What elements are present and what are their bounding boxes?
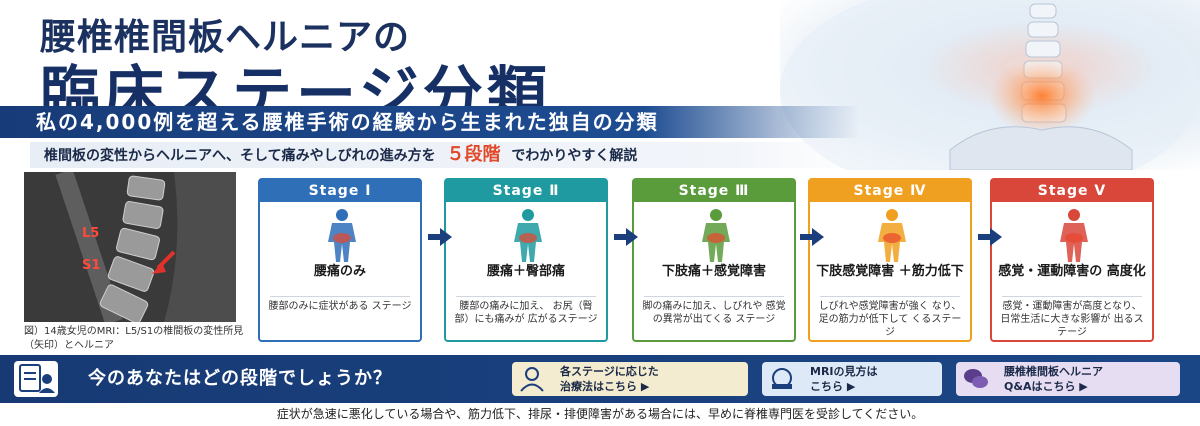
stage-divider <box>644 296 784 297</box>
stage-divider <box>270 296 410 297</box>
arrow-right-icon <box>428 228 452 246</box>
stage-card: Stage Ⅱ 腰痛＋臀部痛腰部の痛みに加え、 お尻（臀部）にも痛みが 広がるステ… <box>444 178 608 342</box>
body-figure-icon <box>498 208 558 268</box>
body-figure-icon <box>1044 208 1104 268</box>
stage-head: Stage Ⅰ <box>260 180 420 202</box>
title-line1: 腰椎椎間板ヘルニアの <box>40 17 411 58</box>
arrow-right-icon <box>800 228 824 246</box>
mri-guide-link-button[interactable]: MRIの見方は こちら ▶ <box>762 362 942 396</box>
stage-name: 腰痛のみ <box>313 264 366 279</box>
stage-name: 下肢痛＋感覚障害 <box>661 264 766 279</box>
qa-link-button[interactable]: 腰椎椎間板ヘルニア Q&Aはこちら ▶ <box>956 362 1180 396</box>
treatment-link-button[interactable]: 各ステージに応じた 治療法はこちら ▶ <box>512 362 748 396</box>
bottom-band: 今のあなたはどの段階でしょうか？ 各ステージに応じた 治療法はこちら ▶ MRI… <box>0 355 1200 403</box>
stage-divider <box>1002 296 1142 297</box>
chat-bubbles-icon <box>962 366 990 392</box>
stage-name: 感覚・運動障害の 高度化 <box>998 264 1146 279</box>
stage-head: Stage Ⅴ <box>992 180 1152 202</box>
subtitle-text: 私の4,000例を超える腰椎手術の経験から生まれた独自の分類 <box>36 110 659 134</box>
cta-line2: こちら ▶ <box>810 380 856 393</box>
lead-band: 椎間板の変性からヘルニアへ、そして痛みやしびれの進み方を ５段階 でわかりやすく… <box>30 142 860 168</box>
stage-head: Stage Ⅲ <box>634 180 794 202</box>
stage-divider <box>820 296 960 297</box>
mri-scanner-icon <box>768 366 796 392</box>
lead-highlight: ５段階 <box>446 144 501 165</box>
mri-label-l5: L5 <box>82 226 100 241</box>
arrow-right-icon <box>614 228 638 246</box>
mri-label-s1: S1 <box>82 258 101 273</box>
body-figure-icon <box>312 208 372 268</box>
cta-line1: 腰椎椎間板ヘルニア <box>1004 365 1103 378</box>
subtitle-band: 私の4,000例を超える腰椎手術の経験から生まれた独自の分類 <box>0 106 860 138</box>
stage-description: 腰部のみに症状がある ステージ <box>268 301 412 312</box>
cta-line2: Q&Aはこちら ▶ <box>1004 380 1088 393</box>
stage-card: Stage Ⅳ 下肢感覚障害 ＋筋力低下しびれや感覚障害が強く なり、足の筋力が低… <box>808 178 972 342</box>
cta-line1: MRIの見方は <box>810 365 878 378</box>
stage-description: 脚の痛みに加え、しびれや 感覚の異常が出てくる ステージ <box>642 301 786 325</box>
arrow-right-icon <box>978 228 1002 246</box>
cta-line1: 各ステージに応じた <box>560 365 659 378</box>
body-figure-icon <box>686 208 746 268</box>
mri-caption: 図）14歳女児のMRI：L5/S1の椎間板の変性所見（矢印）とヘルニア <box>24 326 244 351</box>
stage-description: 腰部の痛みに加え、 お尻（臀部）にも痛みが 広がるステージ <box>454 301 598 325</box>
mri-image: L5 S1 <box>24 172 236 322</box>
lead-suffix: でわかりやすく解説 <box>511 148 638 164</box>
stage-divider <box>456 296 596 297</box>
question-text: 今のあなたはどの段階でしょうか？ <box>88 368 392 389</box>
stage-description: 感覚・運動障害が高度となり、 日常生活に大きな影響が 出るステージ <box>1000 301 1144 338</box>
cta-line2: 治療法はこちら ▶ <box>560 380 650 393</box>
stage-card: Stage Ⅲ 下肢痛＋感覚障害脚の痛みに加え、しびれや 感覚の異常が出てくる ス… <box>632 178 796 342</box>
footnote: 症状が急速に悪化している場合や、筋力低下、排尿・排便障害がある場合には、早めに脊… <box>276 407 924 421</box>
stage-card: Stage Ⅰ 腰痛のみ腰部のみに症状がある ステージ <box>258 178 422 342</box>
stage-name: 腰痛＋臀部痛 <box>486 264 565 279</box>
lead-prefix: 椎間板の変性からヘルニアへ、そして痛みやしびれの進み方を <box>44 148 436 164</box>
spine-illustration <box>780 0 1200 170</box>
body-figure-icon <box>862 208 922 268</box>
stage-description: しびれや感覚障害が強く なり、足の筋力が低下して くるステージ <box>818 301 962 338</box>
stage-card: Stage Ⅴ 感覚・運動障害の 高度化感覚・運動障害が高度となり、 日常生活に大… <box>990 178 1154 342</box>
doctor-icon <box>518 366 546 392</box>
clipboard-person-icon <box>14 361 58 397</box>
stage-head: Stage Ⅱ <box>446 180 606 202</box>
stage-head: Stage Ⅳ <box>810 180 970 202</box>
stage-name: 下肢感覚障害 ＋筋力低下 <box>816 264 964 279</box>
